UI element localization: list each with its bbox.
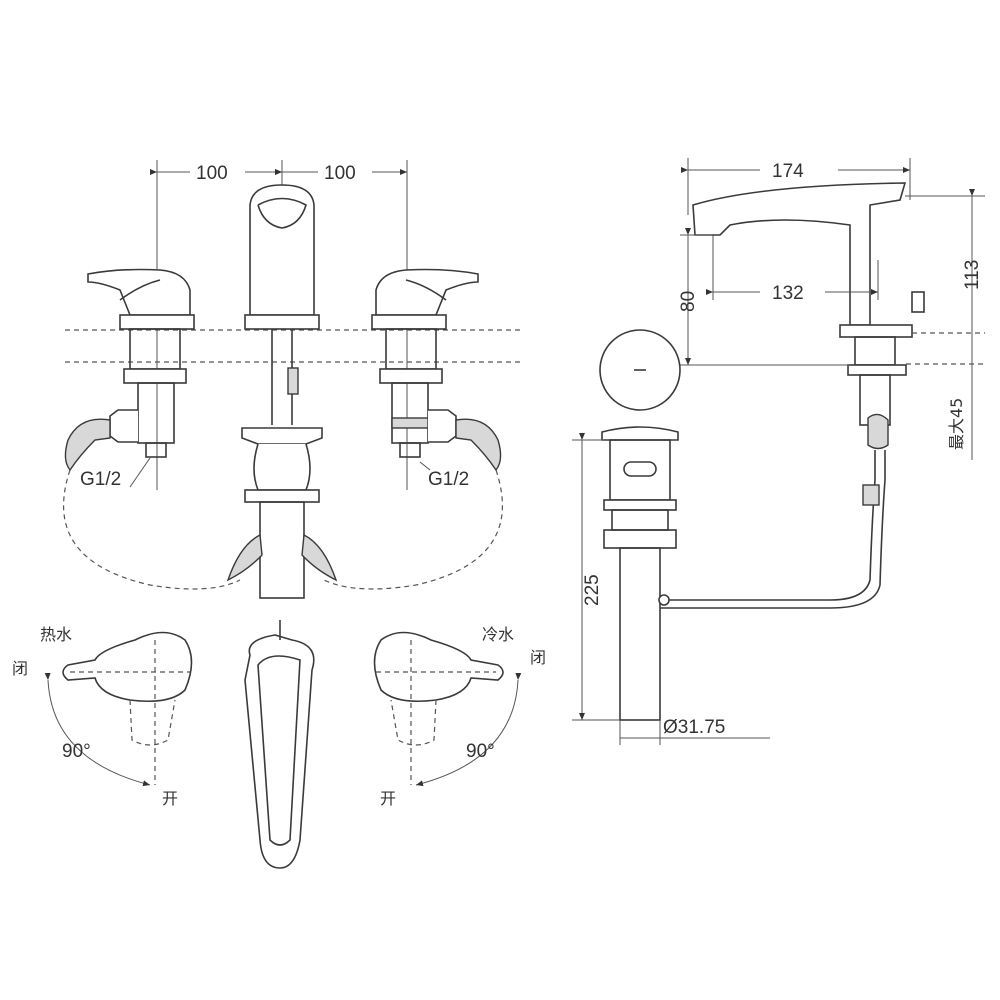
pop-up-drain [601, 426, 679, 721]
hot-handle-top [44, 631, 193, 787]
cold-closed-label: 闭 [530, 648, 546, 667]
dim-reach-174: 174 [772, 161, 804, 182]
dim-right-100: 100 [324, 163, 356, 184]
cold-angle-label: 90° [466, 741, 495, 762]
hot-angle-label: 90° [62, 741, 91, 762]
top-view: 热水 闭 90° 开 冷水 闭 90° 开 [12, 620, 546, 869]
dim-left-100: 100 [196, 163, 228, 184]
hot-handle-front [64, 268, 195, 472]
dim-spout-132: 132 [772, 283, 804, 304]
sensor-window [599, 329, 681, 411]
front-view: 100 100 G1/2 [62, 160, 520, 599]
spout-top [244, 620, 315, 869]
hot-water-label: 热水 [40, 625, 72, 644]
cold-handle-top [373, 631, 522, 787]
hot-open-label: 开 [162, 789, 178, 808]
dim-total-113: 113 [962, 260, 983, 290]
cold-open-label: 开 [380, 789, 396, 808]
spout-front [226, 184, 338, 599]
cold-handle-front [371, 268, 502, 472]
side-view: 174 132 80 113 最大45 [572, 158, 985, 745]
dim-max-45: 最大45 [947, 398, 966, 450]
cold-water-label: 冷水 [482, 625, 514, 644]
dim-drain-diameter: Ø31.75 [663, 717, 725, 738]
thread-right-label: G1/2 [428, 469, 469, 490]
dim-height-80: 80 [678, 291, 699, 312]
dim-drain-225: 225 [582, 574, 603, 606]
hot-closed-label: 闭 [12, 659, 28, 678]
thread-left-label: G1/2 [80, 469, 121, 490]
